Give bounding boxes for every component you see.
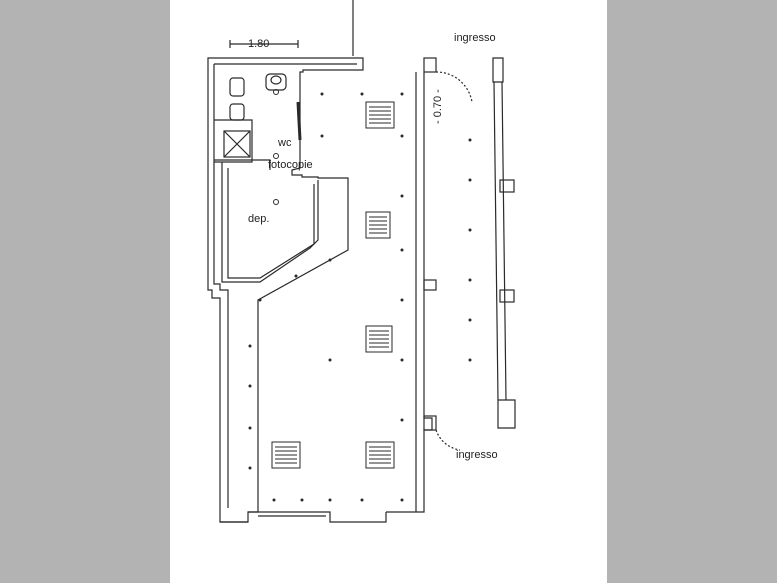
- room-label-wc: wc: [278, 137, 292, 149]
- wc-wall: [214, 119, 253, 163]
- storefront-outline: [492, 57, 504, 83]
- entrance-door-arc-top: [435, 71, 473, 103]
- wc-door: [296, 101, 302, 141]
- vent-grille-4: [271, 441, 301, 469]
- dimension-label-top: 1.80: [248, 38, 270, 50]
- vent-grille-2: [365, 211, 391, 239]
- shower-box: [223, 130, 251, 158]
- vent-grille-1: [365, 101, 395, 129]
- pillar-top: [423, 57, 437, 73]
- room-label-storage: dep.: [248, 213, 270, 225]
- vent-grille-5: [365, 441, 395, 469]
- fixture-circle-3: [273, 89, 279, 95]
- room-label-copies: fotocopie: [268, 159, 313, 171]
- outer-wall-inner: [213, 63, 357, 508]
- main-room-right-wall: [386, 72, 433, 513]
- storefront-glass-1: [493, 81, 499, 401]
- vent-grille-3: [365, 325, 393, 353]
- storefront-lower: [497, 399, 516, 429]
- storefront-glass-2: [501, 81, 507, 401]
- fixture-circle-2: [273, 199, 279, 205]
- storage-room-wall: [221, 162, 319, 283]
- toilet-fixture-1: [229, 77, 245, 97]
- entrance-door-arc-bottom: [435, 429, 461, 451]
- bottom-wall: [220, 511, 387, 523]
- storefront-mullion-1: [499, 179, 515, 193]
- entrance-label-bottom: ingresso: [456, 449, 498, 461]
- dimension-label-side: - 0.70 -: [432, 89, 444, 124]
- pillar-right-mid: [423, 279, 437, 291]
- pillar-bottom: [423, 415, 437, 431]
- floor-plan-sheet: 1.80 - 0.70 - ingresso ingresso wc fotoc…: [170, 0, 607, 583]
- fixture-circle-1: [273, 153, 279, 159]
- outer-wall-outer: [207, 57, 364, 523]
- service-divider: [214, 159, 271, 170]
- toilet-fixture-2: [229, 103, 245, 121]
- storage-room-wall-inner: [227, 168, 315, 279]
- storefront-mullion-2: [499, 289, 515, 303]
- entrance-label-top: ingresso: [454, 32, 496, 44]
- floor-plan-drawing: [207, 0, 516, 523]
